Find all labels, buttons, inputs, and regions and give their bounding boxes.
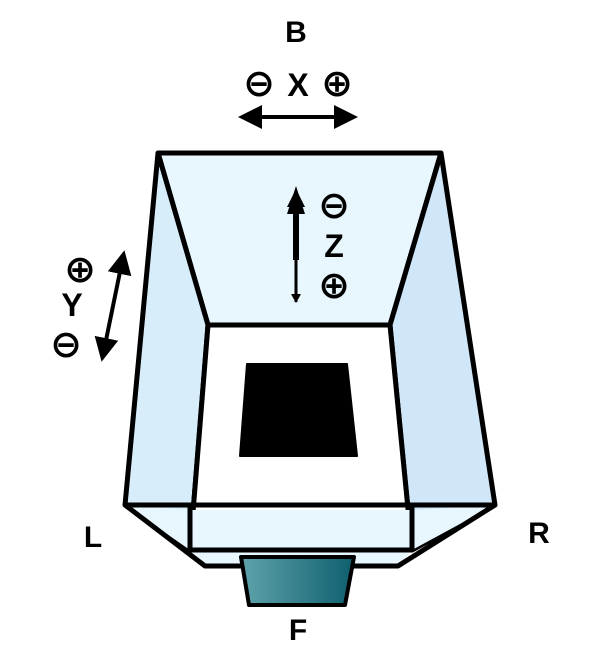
label-front: F [289, 614, 307, 647]
opening-hole [239, 363, 358, 457]
label-right: R [528, 517, 550, 550]
label-back: B [285, 16, 307, 49]
label-z-axis: Z [324, 228, 344, 264]
x-negative-sign: ⊖ [243, 63, 275, 105]
front-tab [239, 555, 356, 607]
z-negative-sign: ⊖ [318, 185, 350, 227]
x-positive-sign: ⊕ [321, 63, 353, 105]
y-axis-arrow [94, 250, 132, 362]
y-negative-sign: ⊖ [50, 324, 82, 366]
z-arrow-upper-head [287, 186, 305, 214]
z-arrow-lower-head [291, 294, 301, 303]
z-positive-sign: ⊕ [318, 265, 350, 307]
z-arrow-shaft-thick [293, 210, 299, 260]
label-x-axis: X [287, 67, 309, 103]
y-positive-sign: ⊕ [64, 249, 96, 291]
label-left: L [84, 521, 102, 554]
label-y-axis: Y [61, 287, 82, 323]
